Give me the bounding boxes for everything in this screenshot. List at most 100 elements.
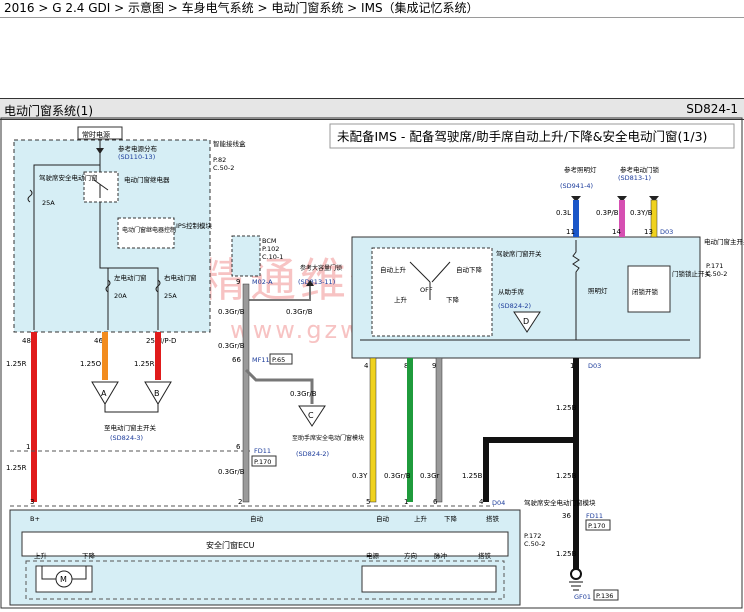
ref-ab-bracket (104, 404, 159, 413)
banner-text: 未配备IMS - 配备驾驶席/助手席自动上升/下降&安全电动门窗(1/3) (337, 129, 707, 144)
ips-sub: 电动门窗继电器控制 (122, 226, 176, 234)
fuse1-name: 驾驶席安全电动门窗 (39, 173, 98, 182)
ecu-c: C.50-2 (524, 540, 545, 548)
ecu-inner (21, 531, 509, 557)
ref-lock-title: 参考电动门锁 (620, 165, 660, 174)
fd11-p: P.170 (254, 458, 271, 466)
conn-ipd: I/P-D (160, 337, 176, 345)
ecu-sub-power: 电源 (366, 551, 380, 560)
wire-14-label: 1.25B (556, 550, 577, 558)
fuse2-symbol (105, 279, 111, 293)
ecu-pin-label-down: 下降 (444, 514, 458, 523)
ecu-p: P.172 (524, 532, 541, 540)
wire-4-label: 0.3Gr/B (218, 308, 245, 316)
ref-d-arrow (513, 311, 541, 333)
main-switch-p: P.171 (706, 262, 723, 270)
wire-10-label: 0.3Gr (420, 472, 440, 480)
ecu-sensor-box (361, 565, 497, 593)
bcm-conn: M02-A (252, 278, 273, 286)
fd11-pin-6: 6 (236, 443, 241, 451)
wire-2-label: 1.25O (80, 360, 102, 368)
ground-symbol (570, 568, 582, 580)
pin-25: 25 (146, 337, 155, 345)
ref-a: A (101, 389, 107, 398)
wire-18-label: 1.25R (6, 464, 27, 472)
ref-lock-code: (SD813-1) (618, 174, 651, 182)
wire-15-label: 0.3L (556, 209, 571, 217)
mf11-pin: 66 (232, 356, 241, 364)
ecu-pin-3: 3 (30, 498, 34, 506)
gf01-label: GF01 (574, 593, 591, 601)
ecu-sub-pulse: 脉冲 (434, 551, 448, 560)
wire-orange (102, 332, 108, 380)
mf11-label: MF11 (252, 356, 270, 364)
wire-12-label: 1.25B (556, 472, 577, 480)
ecu-pin-6: 6 (433, 498, 438, 506)
wire-yellow-top (650, 199, 658, 238)
fd11b-pin: 36 (562, 512, 571, 520)
switch-up: 上升 (394, 295, 408, 304)
ecu-pin-2: 2 (238, 498, 242, 506)
title-bar: 电动门窗系统(1) SD824-1 (0, 98, 744, 120)
breadcrumb: 2016 > G 2.4 GDI > 示意图 > 车身电气系统 > 电动门窗系统… (4, 1, 479, 15)
page-title: 电动门窗系统(1) (4, 104, 93, 118)
switch-auto: 自动上升 (380, 265, 407, 274)
ref-a-arrow (91, 381, 119, 405)
side-p: P.82 (213, 156, 226, 164)
ips-label: IPS控制模块 (176, 221, 212, 230)
lock-arrow-2 (649, 196, 659, 202)
ref-b-arrow (144, 381, 172, 405)
lamp-label: 照明灯 (588, 286, 608, 295)
fd11b-p: P.170 (588, 522, 605, 530)
ref-main-sw-code: (SD824-3) (110, 434, 143, 442)
driver-switch-box (371, 247, 493, 337)
pin-14: 14 (612, 228, 621, 236)
pin-13: 13 (644, 228, 653, 236)
ecu-title: 驾驶席安全电动门窗模块 (524, 498, 596, 507)
wire-3-label: 1.25R (134, 360, 155, 368)
ref-sd-arrow (306, 280, 314, 286)
pin-46: 46 (94, 337, 103, 345)
ecu-sub-down: 下降 (82, 551, 96, 560)
wire-8-label: 0.3Y (352, 472, 368, 480)
pin-4-top: 4 (364, 362, 369, 370)
bcm-p: P.102 (262, 245, 279, 253)
wire-pink (619, 200, 625, 237)
wire-1-label: 1.25R (6, 360, 27, 368)
ref-passenger-code: (SD824-2) (296, 450, 329, 458)
mf11-p-box (269, 353, 293, 365)
driver-switch-label: 驾驶席门窗开关 (496, 249, 542, 258)
ecu-sub-gnd: 搭铁 (478, 551, 492, 560)
wire-16-label: 0.3P/B (596, 209, 619, 217)
wire-9-label: 0.3Gr/B (384, 472, 411, 480)
conn-d03-top: D03 (660, 228, 673, 236)
lock-arrow-1 (617, 196, 627, 202)
side-title: 智能接线盒 (213, 139, 246, 148)
ref-passenger: 至助手席安全电动门窗模块 (292, 434, 364, 442)
lamp-resistor (572, 240, 580, 340)
pin-11: 11 (566, 228, 575, 236)
fuse3-symbol (155, 279, 161, 293)
ref-power-code: (SD110-13) (118, 153, 155, 161)
ecu-pin-label-gnd: 搭铁 (486, 514, 500, 523)
fd11-p-box (251, 455, 277, 467)
pin-9-top: 9 (432, 362, 436, 370)
switch-off: OFF (420, 286, 433, 294)
bcm-box (231, 235, 261, 277)
wire-green (407, 358, 413, 502)
gf01-p: P.136 (596, 592, 613, 600)
ecu-pin-label-auto2: 自动 (376, 514, 390, 523)
side-c: C.50-2 (213, 164, 234, 172)
bcm-branch (246, 284, 311, 301)
wire-blue (573, 200, 579, 237)
ecu-sub-up: 上升 (34, 551, 48, 560)
constant-power-label: 常时电源 (82, 130, 110, 139)
ref-c-arrow (298, 405, 326, 427)
ecu-sub-dir: 方向 (404, 551, 417, 560)
wire-black-main (573, 358, 579, 570)
main-switch-c: C.50-2 (706, 270, 727, 278)
relay-label: 电动门窗继电器 (124, 175, 170, 184)
bus-arrow (96, 148, 104, 154)
diagram-frame (0, 117, 743, 609)
relay-contact (93, 179, 109, 198)
